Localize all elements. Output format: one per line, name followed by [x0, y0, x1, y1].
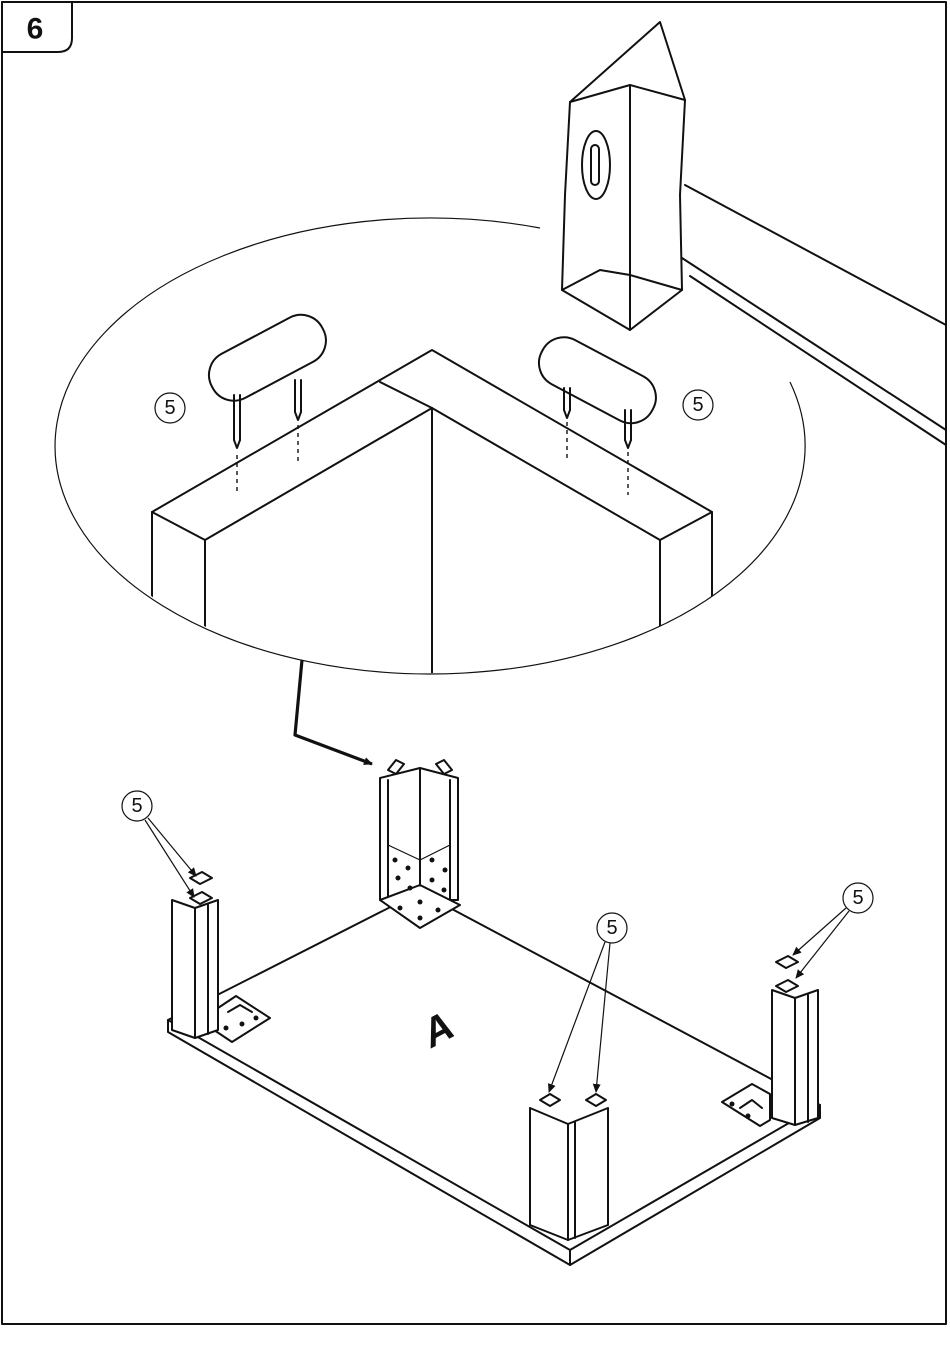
callout-label: 5 [606, 917, 617, 939]
callout-label: 5 [852, 887, 863, 909]
detail-bubble-outline [55, 218, 805, 674]
tabletop-panel [168, 892, 820, 1250]
callout-badge: 5 [122, 791, 196, 897]
nail-glide-icon [531, 329, 665, 495]
table-assembly: A [122, 760, 873, 1265]
step-number: 6 [27, 13, 44, 46]
table-leg [172, 872, 218, 1038]
leader-arrow-icon [295, 660, 372, 764]
callout-label: 5 [164, 397, 175, 419]
callout-badge: 5 [155, 393, 185, 423]
table-leg [380, 760, 460, 928]
callout-label: 5 [692, 394, 703, 416]
table-leg [772, 956, 818, 1125]
nail-glide-icon [201, 306, 335, 495]
step-badge: 6 [2, 2, 72, 52]
detail-view: 5 5 [55, 22, 946, 700]
callout-badge: 5 [793, 883, 873, 978]
callout-label: 5 [131, 795, 142, 817]
callout-badge: 5 [683, 390, 713, 420]
